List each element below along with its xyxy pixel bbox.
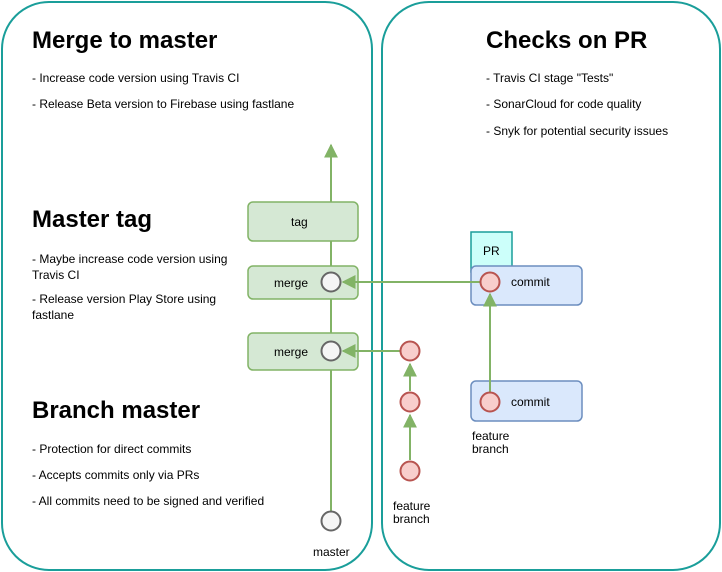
- merge-item-1: - Increase code version using Travis CI: [32, 71, 240, 85]
- pr-commit-node: [479, 271, 501, 293]
- branch-item-3: - All commits need to be signed and veri…: [32, 494, 265, 508]
- feature-branch-right-label-1: feature: [472, 429, 510, 443]
- tag-item-2: - Release version Play Store using fastl…: [32, 292, 217, 322]
- feature-commit-node-right: [479, 391, 501, 413]
- feature-branch-right-label-2: branch: [472, 442, 509, 456]
- master-start-node: [320, 510, 342, 532]
- pr-check-item-1: - Travis CI stage "Tests": [486, 71, 614, 85]
- commit-lower-label: commit: [511, 395, 550, 409]
- merge-box-lower: merge: [247, 332, 359, 371]
- merge-node-lower: [320, 340, 342, 362]
- tag-box-label: tag: [291, 215, 308, 229]
- pr-tab-label: PR: [483, 244, 500, 258]
- branch-item-2: - Accepts commits only via PRs: [32, 468, 200, 482]
- commit-upper-label: commit: [511, 275, 550, 289]
- master-label: master: [313, 545, 350, 559]
- feature-branch-left-label-1: feature: [393, 499, 431, 513]
- branch-master-title: Branch master: [32, 397, 201, 424]
- tag-item-1: - Maybe increase code version using Trav…: [32, 252, 228, 282]
- merge-box-upper: merge: [247, 265, 359, 300]
- checks-on-pr-title: Checks on PR: [486, 27, 648, 54]
- tag-box: tag: [247, 201, 359, 242]
- merge-upper-label: merge: [274, 276, 308, 290]
- merge-node-upper: [320, 271, 342, 293]
- merge-to-master-title: Merge to master: [32, 27, 218, 54]
- commit-box-upper: commit: [470, 265, 583, 306]
- feature-commit-node-bottom: [399, 460, 421, 482]
- master-tag-title: Master tag: [32, 206, 153, 233]
- branch-item-1: - Protection for direct commits: [32, 442, 192, 456]
- feature-commit-node-mid: [399, 391, 421, 413]
- commit-box-lower: commit: [470, 380, 583, 422]
- feature-commit-node-top: [399, 340, 421, 362]
- merge-lower-label: merge: [274, 345, 308, 359]
- pr-check-item-2: - SonarCloud for code quality: [486, 97, 642, 111]
- feature-branch-left-label-2: branch: [393, 512, 430, 526]
- merge-item-2: - Release Beta version to Firebase using…: [32, 97, 295, 111]
- pr-check-item-3: - Snyk for potential security issues: [486, 124, 669, 138]
